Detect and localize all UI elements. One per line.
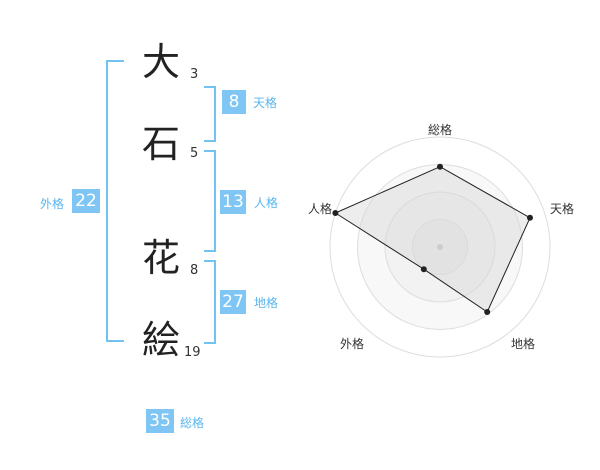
radar-label-tenkaku: 天格 [550, 202, 575, 216]
name-char-1: 大 [142, 40, 181, 84]
chikaku-bracket [204, 260, 216, 344]
radar-point-2 [526, 214, 533, 221]
radar-label-soukaku: 総格 [428, 123, 453, 137]
stroke-count-1: 3 [190, 67, 199, 82]
gaikaku-label: 外格 [40, 197, 65, 211]
stroke-count-3: 8 [190, 263, 199, 278]
chikaku-value-badge: 27 [220, 290, 246, 314]
gaikaku-value-badge: 22 [72, 189, 100, 213]
jinkaku-value-badge: 13 [220, 190, 246, 214]
name-char-2: 石 [142, 122, 181, 166]
stroke-count-2: 5 [190, 146, 199, 161]
radar-point-4 [420, 266, 427, 273]
radar-label-gaikaku: 外格 [340, 337, 365, 351]
jinkaku-bracket [204, 150, 216, 252]
radar-point-1 [437, 163, 443, 170]
radar-label-chikaku: 地格 [511, 337, 536, 351]
gaikaku-bracket [106, 60, 124, 342]
radar-points [332, 163, 533, 315]
radar-chart [329, 136, 551, 358]
tenkaku-bracket [204, 86, 216, 142]
stroke-count-4: 19 [184, 345, 201, 360]
radar-point-3 [484, 308, 491, 315]
soukaku-label: 総格 [180, 416, 205, 430]
radar-polygon [334, 166, 531, 313]
jinkaku-label: 人格 [254, 196, 279, 210]
tenkaku-value-badge: 8 [222, 90, 246, 114]
radar-center [437, 244, 443, 250]
name-char-4: 絵 [142, 318, 181, 362]
radar-label-jinkaku: 人格 [308, 202, 333, 216]
radar-point-5 [332, 210, 339, 217]
soukaku-value-badge: 35 [146, 409, 174, 433]
chikaku-label: 地格 [254, 296, 279, 310]
tenkaku-label: 天格 [253, 96, 278, 110]
name-char-3: 花 [142, 236, 181, 280]
